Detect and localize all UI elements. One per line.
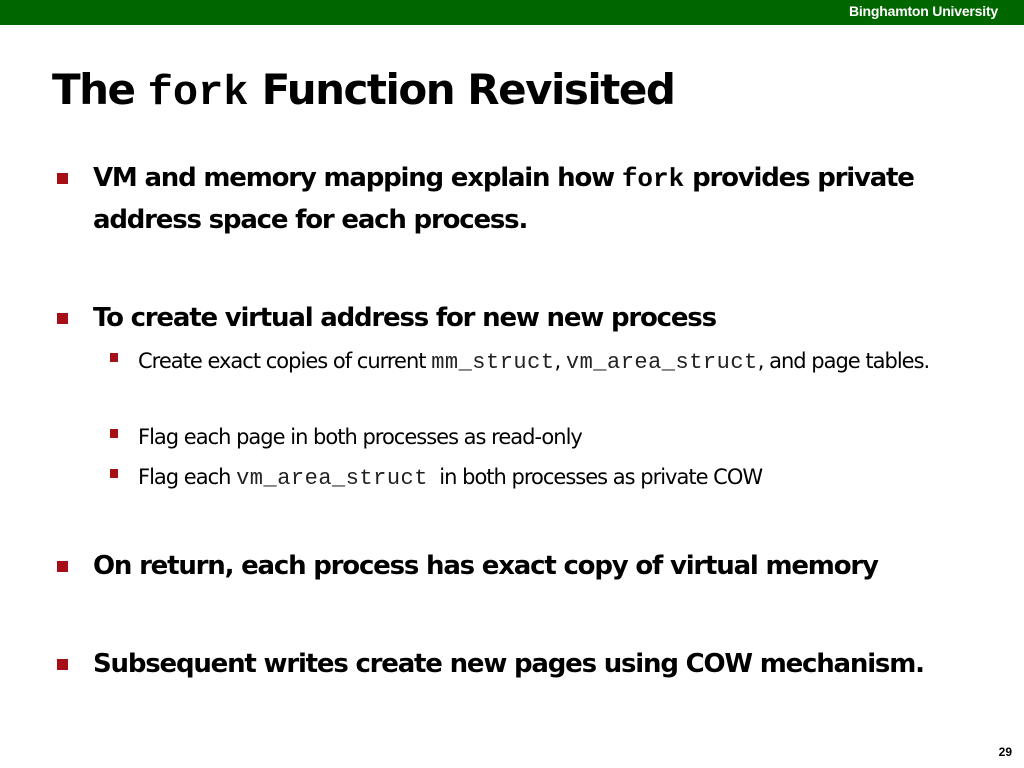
bullet-square-icon xyxy=(57,173,68,184)
slide-title: The fork Function Revisited xyxy=(52,64,676,119)
sub-text-mid: , xyxy=(554,349,566,373)
page-number: 29 xyxy=(998,745,1012,759)
sub-bullet-text: Flag each page in both processes as read… xyxy=(138,425,583,449)
title-code: fork xyxy=(147,69,249,117)
institution-name: Binghamton University xyxy=(848,3,998,19)
title-text-pre: The xyxy=(52,65,148,114)
code-mm-struct: mm_struct xyxy=(431,350,555,375)
code-vm-area-struct: vm_area_struct xyxy=(565,350,758,375)
bullet-text-pre: VM and memory mapping explain how xyxy=(93,163,622,193)
bullet-text-post: provides private address space for each … xyxy=(93,163,915,235)
bullet-code: fork xyxy=(621,164,685,194)
sub-bullet-square-icon xyxy=(110,429,118,438)
bullet-text: On return, each process has exact copy o… xyxy=(93,551,879,581)
header-bar: Binghamton University xyxy=(0,0,1024,25)
sub-bullet-square-icon xyxy=(110,469,118,478)
code-vm-area-struct: vm_area_struct xyxy=(236,466,428,491)
sub-bullet-text: Flag each vm_area_struct in both process… xyxy=(138,460,978,496)
sub-bullet-text: Create exact copies of current mm_struct… xyxy=(138,344,978,380)
bullet-text: Subsequent writes create new pages using… xyxy=(93,649,925,679)
sub-text-pre: Create exact copies of current xyxy=(138,349,432,373)
sub-bullet-square-icon xyxy=(110,353,118,362)
sub-text-post: in both processes as private COW xyxy=(427,465,763,489)
bullet-text: VM and memory mapping explain how fork p… xyxy=(93,158,993,241)
bullet-text: To create virtual address for new new pr… xyxy=(93,303,717,333)
bullet-square-icon xyxy=(57,561,68,572)
sub-text-post: , and page tables. xyxy=(757,349,930,373)
bullet-square-icon xyxy=(57,659,68,670)
bullet-square-icon xyxy=(57,313,68,324)
title-text-post: Function Revisited xyxy=(248,65,676,114)
sub-text-pre: Flag each xyxy=(138,465,237,489)
